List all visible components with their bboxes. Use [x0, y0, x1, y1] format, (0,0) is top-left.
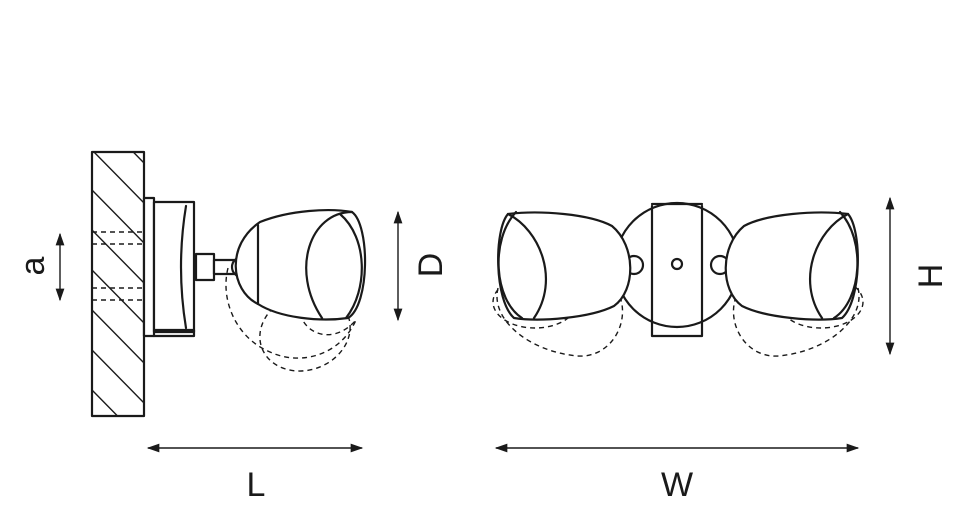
central-body	[613, 201, 741, 338]
shade	[234, 209, 367, 321]
mounting-base	[142, 196, 196, 338]
front-view	[492, 201, 864, 357]
dimension-label-l: L	[247, 466, 266, 504]
dimension-label-a: a	[14, 256, 52, 275]
wall-section	[90, 150, 146, 418]
shade-left	[497, 210, 632, 321]
dimension-a: a	[14, 232, 65, 302]
dimension-w: W	[494, 443, 860, 504]
dimension-label-h: H	[912, 264, 950, 289]
dimension-h: H	[885, 196, 950, 356]
dimension-d: D	[393, 210, 450, 322]
dimension-l: L	[146, 443, 364, 504]
dimension-label-w: W	[661, 466, 693, 504]
side-view	[90, 150, 367, 418]
shade-right	[724, 210, 859, 321]
dimension-label-d: D	[412, 253, 450, 278]
